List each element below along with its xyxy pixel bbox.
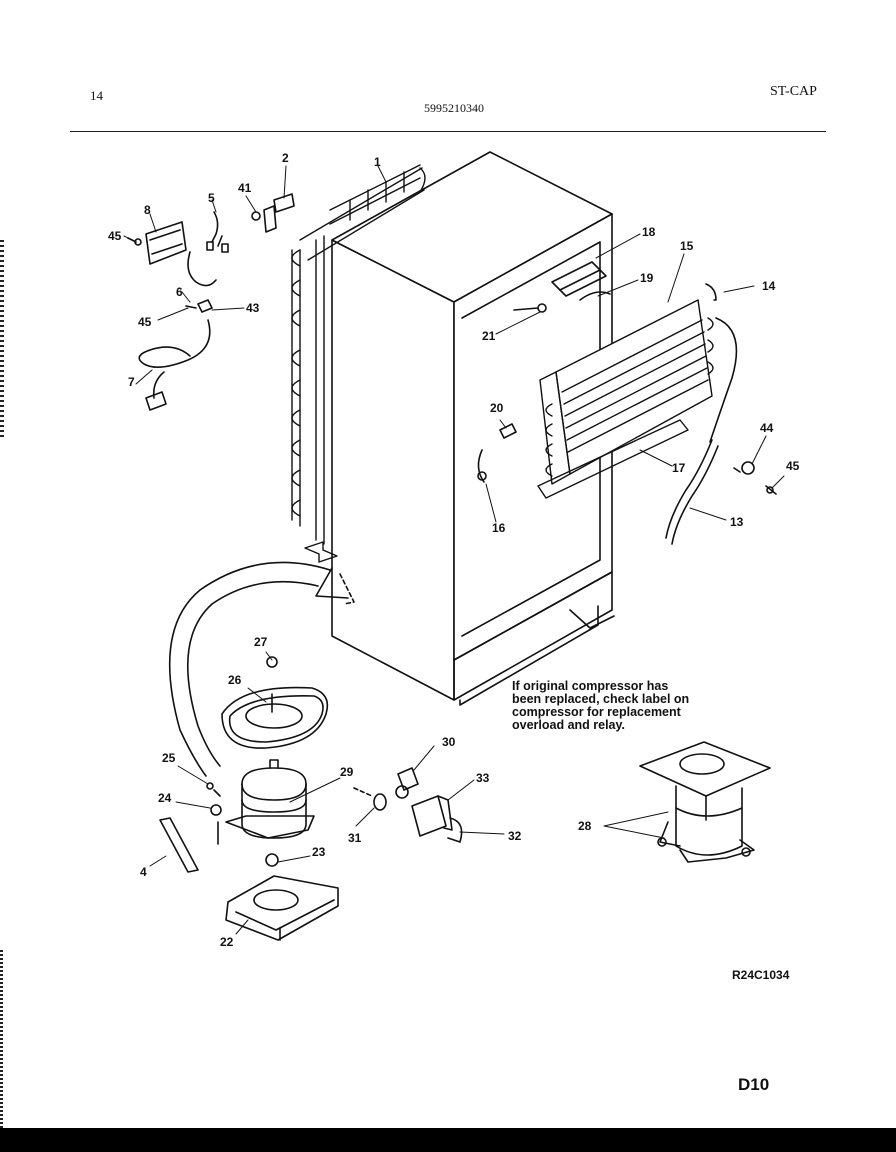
header-rule bbox=[70, 131, 826, 132]
page-code: D10 bbox=[738, 1075, 770, 1094]
callout-27: 27 bbox=[254, 635, 268, 649]
callout-8: 8 bbox=[144, 203, 151, 217]
note-line: If original compressor has bbox=[512, 679, 669, 693]
callout-labels: 1 2 4 5 6 7 8 13 14 15 16 17 18 19 20 21… bbox=[108, 151, 800, 949]
thermostat-bracket bbox=[551, 261, 611, 301]
drain-clip bbox=[733, 461, 777, 495]
compressor bbox=[159, 759, 339, 941]
drawing-code: R24C1034 bbox=[732, 968, 790, 982]
model-number: 5995210340 bbox=[424, 101, 484, 115]
compressor-replacement-note: If original compressor has been replaced… bbox=[512, 680, 752, 732]
evaporator bbox=[537, 299, 714, 499]
callout-1: 1 bbox=[374, 155, 381, 169]
callout-26: 26 bbox=[228, 673, 242, 687]
scan-edge-mark bbox=[0, 240, 4, 440]
callout-6: 6 bbox=[176, 285, 183, 299]
callout-43: 43 bbox=[246, 301, 260, 315]
note-line: compressor for replacement bbox=[512, 705, 681, 719]
scan-edge-mark bbox=[0, 950, 3, 1140]
upper-left-parts bbox=[127, 193, 295, 411]
callout-7: 7 bbox=[128, 375, 135, 389]
callout-45-right: 45 bbox=[786, 459, 800, 473]
callout-28: 28 bbox=[578, 819, 592, 833]
page-number: 14 bbox=[90, 88, 103, 103]
callout-44: 44 bbox=[760, 421, 774, 435]
callout-17: 17 bbox=[672, 461, 686, 475]
callout-16: 16 bbox=[492, 521, 506, 535]
callout-24: 24 bbox=[158, 791, 172, 805]
drain-hose bbox=[168, 561, 355, 777]
callout-13: 13 bbox=[730, 515, 744, 529]
category-code: ST-CAP bbox=[770, 84, 817, 99]
callout-33: 33 bbox=[476, 771, 490, 785]
tubing bbox=[665, 283, 738, 545]
scan-bottom-border bbox=[0, 1128, 896, 1152]
callout-21: 21 bbox=[482, 329, 496, 343]
note-line: overload and relay. bbox=[512, 718, 626, 732]
condenser-coil bbox=[291, 164, 426, 563]
callout-2: 2 bbox=[282, 151, 289, 165]
callout-18: 18 bbox=[642, 225, 656, 239]
callout-32: 32 bbox=[508, 829, 522, 843]
alternate-compressor bbox=[639, 741, 771, 863]
small-parts-inside bbox=[477, 303, 547, 483]
callout-20: 20 bbox=[490, 401, 504, 415]
callout-31: 31 bbox=[348, 831, 362, 845]
callout-14: 14 bbox=[762, 279, 776, 293]
callout-41: 41 bbox=[238, 181, 252, 195]
callout-45-upper: 45 bbox=[108, 229, 122, 243]
callout-15: 15 bbox=[680, 239, 694, 253]
callout-4: 4 bbox=[140, 865, 147, 879]
callout-29: 29 bbox=[340, 765, 354, 779]
leader-lines bbox=[123, 165, 785, 935]
callout-22: 22 bbox=[220, 935, 234, 949]
note-line: been replaced, check label on bbox=[512, 692, 690, 706]
cabinet bbox=[331, 151, 615, 706]
callout-30: 30 bbox=[442, 735, 456, 749]
callout-23: 23 bbox=[312, 845, 326, 859]
callout-19: 19 bbox=[640, 271, 654, 285]
callout-45-middle: 45 bbox=[138, 315, 152, 329]
drain-pan bbox=[221, 656, 329, 749]
callout-25: 25 bbox=[162, 751, 176, 765]
relay-overload bbox=[353, 767, 463, 843]
callout-5: 5 bbox=[208, 191, 215, 205]
